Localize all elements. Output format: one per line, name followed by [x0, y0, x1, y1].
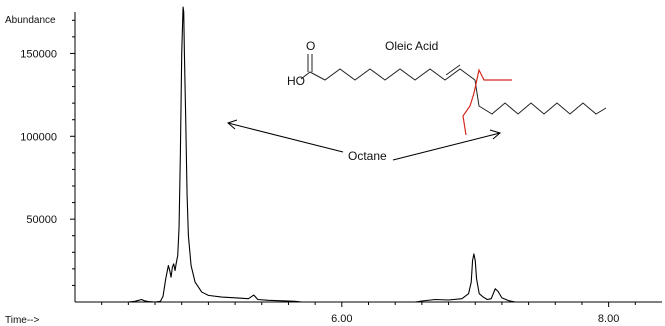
y-tick-label: 100000: [20, 131, 57, 143]
y-minor-ticks: [70, 19, 75, 286]
oleic-chain-front: [300, 68, 476, 81]
x-tick-labels: 6.00 8.00: [331, 313, 619, 325]
x-minor-ticks: [101, 302, 636, 307]
oleic-acid-label: Oleic Acid: [385, 39, 438, 53]
y-tick-labels: 50000 100000 150000: [20, 48, 57, 226]
arrowhead-left: [227, 119, 238, 130]
chromatogram-trace: [128, 6, 516, 303]
x-tick-label: 8.00: [598, 313, 619, 325]
arrow-to-octane-structure: [392, 132, 501, 161]
x-axis-label: Time-->: [5, 315, 40, 326]
y-tick-label: 150000: [20, 48, 57, 60]
arrow-to-octane-peak: [227, 122, 344, 153]
cis-double-bond: [445, 64, 461, 76]
oleic-chain-tail: [474, 79, 607, 115]
octane-annotation: Octane: [227, 119, 502, 163]
arrowhead-right: [489, 129, 502, 140]
y-axis-label: Abundance: [5, 15, 56, 26]
oxygen-atom-label: O: [306, 39, 315, 53]
octane-overlay: [462, 68, 512, 136]
hydroxyl-label: HO: [287, 74, 305, 88]
x-tick-label: 6.00: [331, 313, 352, 325]
y-tick-label: 50000: [26, 214, 57, 226]
oleic-acid-structure: Oleic Acid O HO: [287, 39, 607, 136]
octane-label: Octane: [348, 149, 387, 163]
